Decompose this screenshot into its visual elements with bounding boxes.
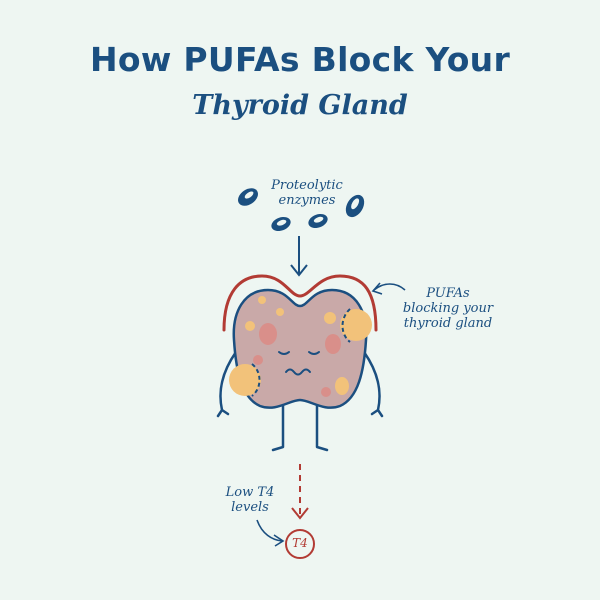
pufa-pointer-arrow	[371, 282, 406, 295]
enzyme-blobs	[238, 188, 365, 232]
enzymes-label-line2: enzymes	[278, 193, 336, 208]
low-t4-label-line1: Low T4	[225, 485, 275, 500]
t4-dashed-arrow	[291, 464, 309, 520]
pufa-fat-blob-left	[229, 363, 261, 397]
low-t4-label-line2: levels	[231, 500, 269, 515]
page-subtitle: Thyroid Gland	[192, 90, 408, 121]
enzyme-blob	[238, 188, 258, 206]
enzyme-blob	[271, 216, 291, 232]
pufa-fat-blob-right	[340, 308, 372, 343]
t4-label: T4	[292, 536, 308, 550]
pufa-label-line1: PUFAs	[426, 286, 470, 301]
gland-spots	[245, 296, 349, 397]
low-t4-pointer-arrow	[256, 519, 285, 547]
t4-circle	[285, 529, 315, 559]
pufa-barrier-arc	[222, 274, 378, 332]
sad-face	[278, 351, 320, 376]
pufa-label-line2: blocking your	[402, 301, 494, 316]
enzyme-arrow	[290, 236, 308, 277]
enzyme-blob	[345, 194, 365, 218]
left-leg	[271, 402, 285, 452]
enzyme-blob	[308, 213, 328, 229]
pufa-label-line3: thyroid gland	[403, 316, 493, 331]
low-t4-label: Low T4 levels	[215, 485, 285, 515]
left-arm	[216, 350, 238, 418]
right-leg	[315, 402, 329, 452]
page-title: How PUFAs Block Your	[89, 40, 511, 79]
pufa-label: PUFAs blocking your thyroid gland	[393, 286, 503, 331]
right-arm	[362, 350, 384, 418]
enzymes-label: Proteolytic enzymes	[262, 178, 352, 208]
enzymes-label-line1: Proteolytic	[271, 178, 343, 193]
